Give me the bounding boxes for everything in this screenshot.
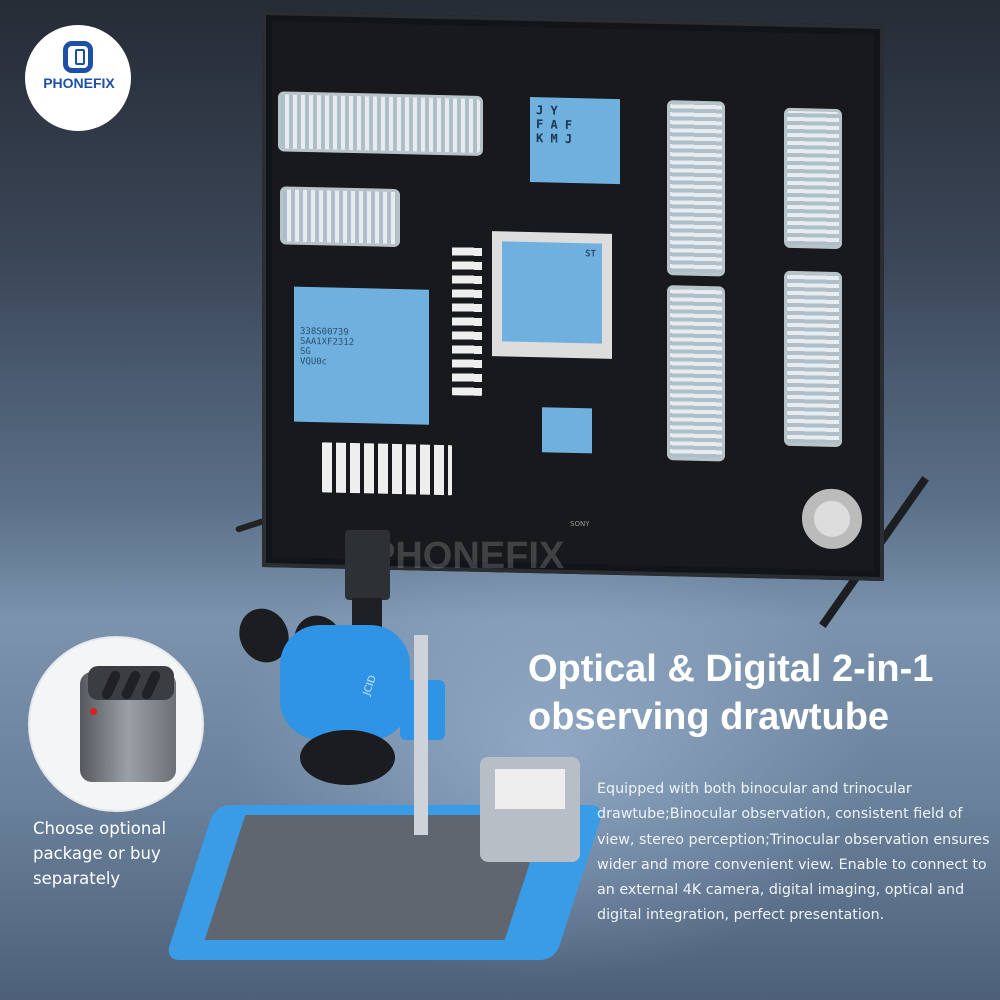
- main-chip: 338S00739 SAA1XF2312 SG VQU0c: [294, 286, 429, 425]
- digital-camera-icon: [80, 666, 176, 782]
- components: [452, 245, 482, 396]
- camera-inset: [28, 636, 204, 812]
- logo-text: PHONEFIX: [43, 75, 115, 91]
- camera-button: [100, 669, 122, 701]
- headline-line-1: Optical & Digital 2-in-1: [528, 648, 934, 690]
- wrench-phone-icon: [63, 41, 93, 73]
- connector: [280, 186, 400, 248]
- connector: [667, 285, 725, 462]
- connector: [278, 91, 483, 156]
- st-chip: ST: [502, 241, 602, 344]
- chip: [542, 407, 592, 454]
- camera-top: [88, 666, 174, 701]
- stand-pole: [414, 635, 428, 835]
- camera-button: [120, 669, 142, 701]
- meter-display: [495, 769, 565, 809]
- watermark: PHONEFIX: [370, 535, 565, 577]
- connector: [667, 100, 725, 277]
- phonefix-logo: PHONEFIX: [25, 25, 131, 131]
- power-supply: [480, 757, 580, 862]
- pcb-screen-image: J Y F A F K M J 338S00739 SAA1XF2312 SG …: [272, 21, 874, 571]
- tv-brand: SONY: [570, 520, 590, 528]
- headline: Optical & Digital 2-in-1 observing drawt…: [528, 645, 933, 741]
- camera-button: [140, 669, 162, 701]
- chip-frame: ST: [492, 231, 612, 359]
- connector: [784, 107, 842, 250]
- power-led-icon: [90, 708, 97, 715]
- microscope-head: [280, 625, 410, 740]
- ring-light: [300, 730, 395, 785]
- monitor: J Y F A F K M J 338S00739 SAA1XF2312 SG …: [262, 10, 884, 582]
- inset-caption: Choose optional package or buy separatel…: [33, 819, 167, 888]
- components: [322, 442, 452, 496]
- screw-hole: [802, 488, 862, 550]
- headline-line-2: observing drawtube: [528, 696, 890, 738]
- connector: [784, 270, 842, 448]
- description: Equipped with both binocular and trinocu…: [597, 781, 990, 924]
- camera-module: [345, 530, 390, 600]
- chip: J Y F A F K M J: [530, 97, 620, 185]
